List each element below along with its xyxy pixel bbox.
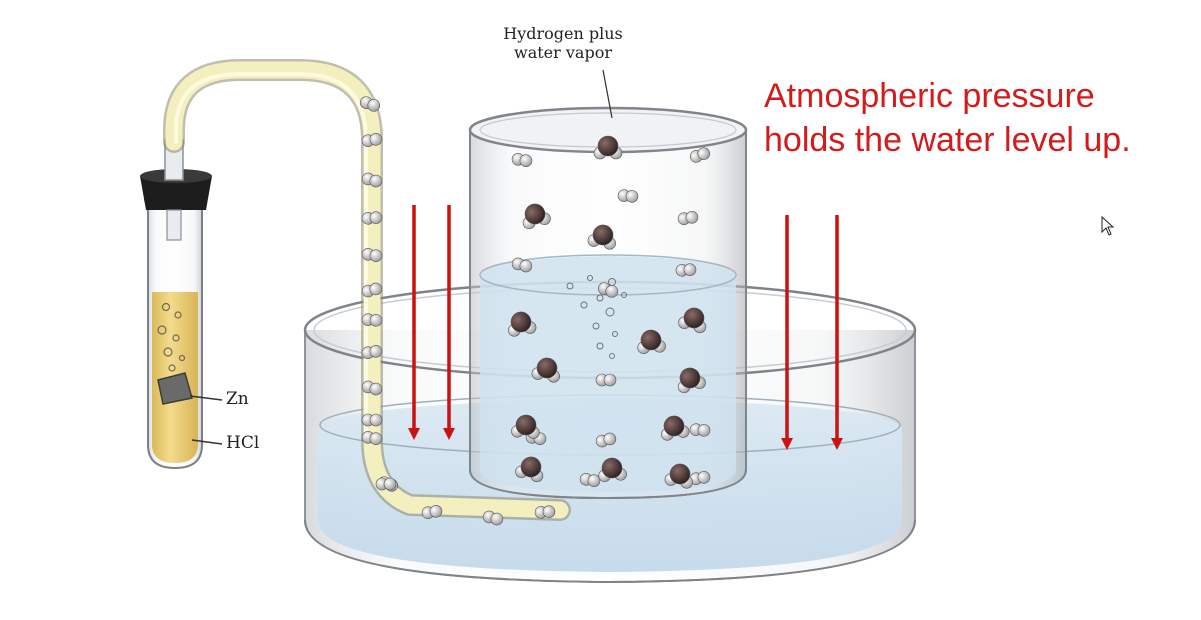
- pressure-arrow: [831, 215, 843, 450]
- water-molecule: [593, 135, 623, 160]
- explanation-caption: Atmospheric pressure holds the water lev…: [764, 74, 1194, 162]
- hydrogen-molecule: [361, 211, 383, 225]
- pressure-arrow: [408, 205, 420, 440]
- hydrogen-molecule: [677, 211, 699, 225]
- zinc-label: Zn: [226, 389, 249, 409]
- water-molecule: [508, 311, 537, 337]
- hydrogen-molecule: [689, 423, 711, 437]
- gas-label: Hydrogen plus water vapor: [478, 24, 648, 62]
- hydrogen-molecule: [361, 248, 383, 262]
- water-molecule: [522, 203, 551, 230]
- hydrogen-molecule: [361, 413, 383, 427]
- hydrogen-molecule: [579, 473, 601, 487]
- hydrogen-molecule: [689, 471, 711, 485]
- hydrogen-molecule: [675, 263, 697, 277]
- hydrogen-molecule: [361, 172, 383, 188]
- rising-bubbles: [566, 275, 627, 359]
- hydrogen-molecule: [482, 510, 504, 526]
- gas-label-line2: water vapor: [514, 43, 612, 62]
- water-molecule: [677, 367, 706, 394]
- water-molecule: [511, 414, 540, 439]
- molecules-layer: [359, 96, 711, 526]
- pressure-arrow: [443, 205, 455, 440]
- hydrogen-molecule: [421, 505, 443, 519]
- mouse-pointer-icon: [1101, 216, 1115, 236]
- hydrogen-molecule: [511, 257, 533, 273]
- hydrogen-molecule: [361, 380, 383, 396]
- hydrogen-molecule: [595, 373, 617, 387]
- pressure-arrow: [781, 215, 793, 450]
- hydrogen-molecule: [361, 313, 383, 327]
- hydrogen-molecule: [597, 282, 619, 298]
- water-molecule: [531, 357, 560, 383]
- zinc-piece: [157, 372, 193, 405]
- water-molecule: [664, 463, 693, 489]
- caption-line1: Atmospheric pressure: [764, 77, 1095, 115]
- water-molecule: [598, 457, 627, 482]
- water-molecule: [661, 415, 690, 441]
- hydrogen-molecule: [595, 432, 617, 448]
- caption-line2: holds the water level up.: [764, 121, 1131, 159]
- hydrogen-molecule: [617, 189, 639, 203]
- hydrogen-molecule: [511, 153, 533, 167]
- hydrogen-molecule: [361, 345, 383, 359]
- water-molecule: [678, 307, 707, 334]
- hydrogen-molecule: [534, 505, 556, 519]
- hydrogen-molecule: [375, 477, 397, 491]
- water-molecule: [637, 329, 666, 354]
- hydrogen-molecule: [359, 96, 381, 112]
- hcl-label: HCl: [226, 433, 260, 453]
- water-molecule: [515, 456, 544, 483]
- gas-label-line1: Hydrogen plus: [503, 24, 623, 43]
- hydrogen-molecule: [689, 147, 711, 163]
- test-tube: [140, 139, 223, 470]
- water-molecule: [587, 224, 616, 250]
- rubber-stopper: [140, 176, 212, 210]
- hydrogen-molecule: [361, 282, 383, 298]
- pressure-arrows: [408, 205, 843, 450]
- hydrogen-molecule: [361, 133, 383, 147]
- hydrogen-molecule: [361, 431, 383, 445]
